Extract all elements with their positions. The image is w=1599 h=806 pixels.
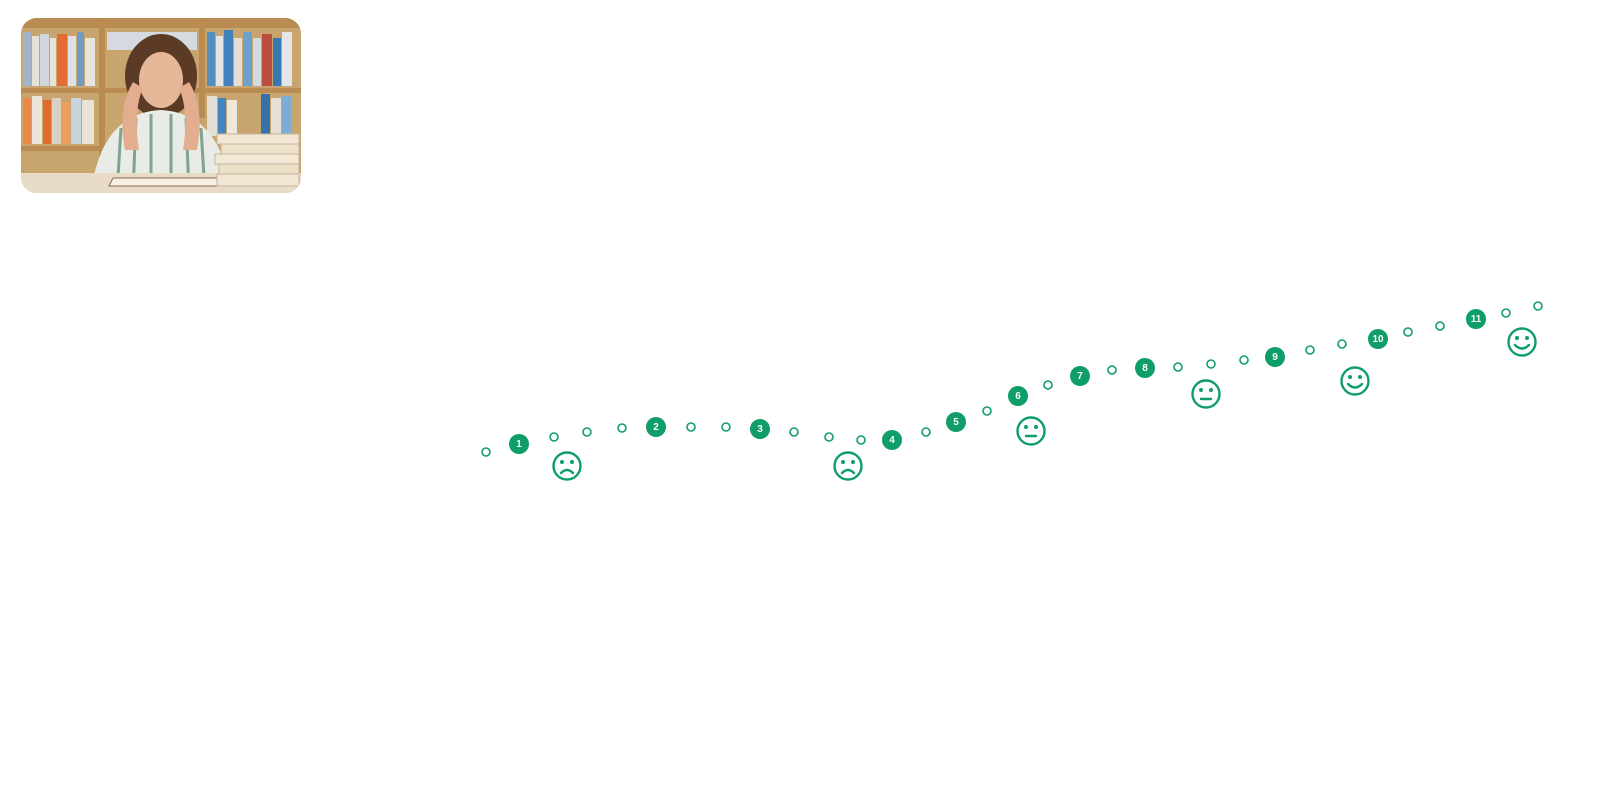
- path-dot: [1206, 359, 1216, 369]
- path-dot: [549, 432, 559, 442]
- step-number: 1: [516, 439, 522, 450]
- step-marker-11[interactable]: 11: [1466, 309, 1486, 329]
- step-marker-2[interactable]: 2: [646, 417, 666, 437]
- step-number: 5: [953, 417, 959, 428]
- path-dot: [1107, 365, 1117, 375]
- step-number: 9: [1272, 352, 1278, 363]
- path-dot: [1403, 327, 1413, 337]
- neutral-face-icon: [1191, 379, 1221, 409]
- step-marker-8[interactable]: 8: [1135, 358, 1155, 378]
- path-dot: [856, 435, 866, 445]
- step-circle: [509, 434, 529, 454]
- path-dot: [1337, 339, 1347, 349]
- sad-face-icon: [552, 451, 582, 481]
- path-dot: [1501, 308, 1511, 318]
- path-dot: [1043, 380, 1053, 390]
- step-marker-1[interactable]: 1: [509, 434, 529, 454]
- path-dot: [481, 447, 491, 457]
- step-circle: [1008, 386, 1028, 406]
- neutral-face-icon: [1016, 416, 1046, 446]
- path-dot: [1533, 301, 1543, 311]
- student-photo: [21, 18, 301, 193]
- photo-illustration: [21, 18, 301, 193]
- step-marker-9[interactable]: 9: [1265, 347, 1285, 367]
- path-dot: [824, 432, 834, 442]
- path-dot: [982, 406, 992, 416]
- step-marker-10[interactable]: 10: [1368, 329, 1388, 349]
- step-circle: [946, 412, 966, 432]
- step-circle: [1135, 358, 1155, 378]
- step-number: 11: [1471, 314, 1482, 325]
- step-number: 10: [1372, 334, 1384, 345]
- step-circle: [1265, 347, 1285, 367]
- step-marker-3[interactable]: 3: [750, 419, 770, 439]
- step-marker-5[interactable]: 5: [946, 412, 966, 432]
- sad-face-icon: [833, 451, 863, 481]
- step-number: 4: [889, 435, 895, 446]
- step-marker-4[interactable]: 4: [882, 430, 902, 450]
- path-dot: [1239, 355, 1249, 365]
- path-dot: [582, 427, 592, 437]
- step-number: 6: [1015, 391, 1021, 402]
- step-circle: [646, 417, 666, 437]
- path-dot: [617, 423, 627, 433]
- step-circle: [1466, 309, 1486, 329]
- path-dot: [921, 427, 931, 437]
- path-dot: [1435, 321, 1445, 331]
- path-dot: [1305, 345, 1315, 355]
- path-dot: [789, 427, 799, 437]
- step-marker-6[interactable]: 6: [1008, 386, 1028, 406]
- path-dot: [721, 422, 731, 432]
- step-marker-7[interactable]: 7: [1070, 366, 1090, 386]
- step-number: 8: [1142, 363, 1148, 374]
- step-number: 2: [653, 422, 659, 433]
- step-circle: [882, 430, 902, 450]
- step-number: 7: [1077, 371, 1083, 382]
- path-dot: [1173, 362, 1183, 372]
- step-circle: [1368, 329, 1388, 349]
- step-circle: [1070, 366, 1090, 386]
- path-dot: [686, 422, 696, 432]
- step-number: 3: [757, 424, 763, 435]
- happy-face-icon: [1507, 327, 1537, 357]
- happy-face-icon: [1340, 366, 1370, 396]
- step-circle: [750, 419, 770, 439]
